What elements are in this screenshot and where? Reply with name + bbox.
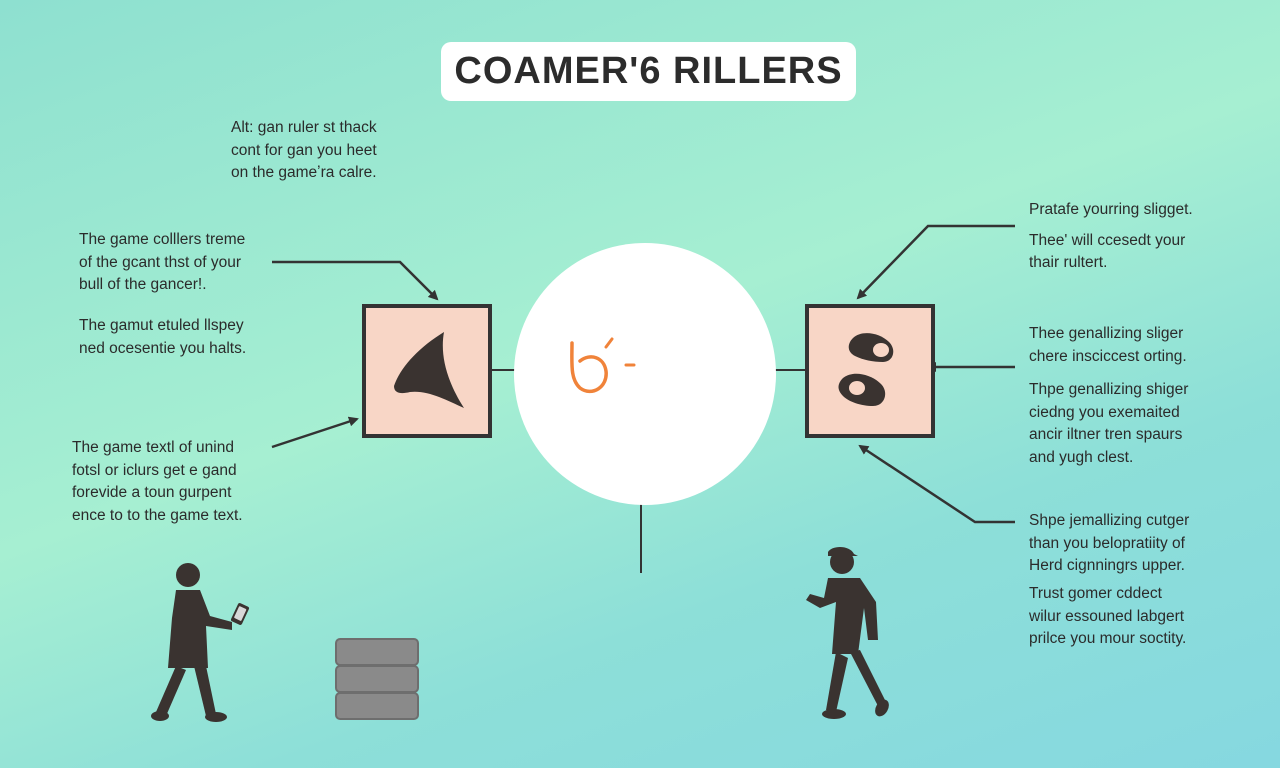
title-box: COAMER'6 RILLERS xyxy=(441,42,856,101)
arrow-right-bottom xyxy=(858,444,1015,524)
right-note-1: Pratafe yourring sligget. Thee' will cce… xyxy=(1029,201,1193,271)
gamepad-buttons-icon xyxy=(838,333,894,406)
database-icon-layer-2 xyxy=(335,665,419,693)
right-note-2: Thee genallizing sliger chere insciccest… xyxy=(1029,325,1187,365)
right-note-5: Trust gomer cddect wilur essouned labger… xyxy=(1029,585,1187,647)
arrow-right-top xyxy=(856,224,1015,300)
center-circle xyxy=(514,243,776,505)
database-icon-layer-1 xyxy=(335,638,419,666)
right-note-4: Shpe jemallizing cutger than you belopra… xyxy=(1029,512,1190,574)
right-panel xyxy=(805,304,935,438)
diagram-title: COAMER'6 RILLERS xyxy=(454,50,843,92)
left-panel xyxy=(362,304,492,438)
shark-fin-icon xyxy=(394,332,464,408)
arrow-left-bottom xyxy=(271,416,359,449)
left-note-3: The game textl of unind fotsl or iclurs … xyxy=(72,439,243,524)
database-icon-layer-3 xyxy=(335,692,419,720)
right-note-3: Thpe genallizing shiger ciedng you exema… xyxy=(1029,381,1189,466)
arrow-left-top xyxy=(272,260,439,301)
hook-icon xyxy=(570,337,636,394)
left-note-2: The gamut etuled llspey ned ocesentie yo… xyxy=(79,317,247,357)
top-note: Alt: gan ruler st thack cont for gan you… xyxy=(231,119,377,181)
person-gamer-icon xyxy=(806,546,889,719)
left-note-1: The game colllers treme of the gcant ths… xyxy=(79,231,246,293)
person-with-phone-icon xyxy=(151,563,250,722)
